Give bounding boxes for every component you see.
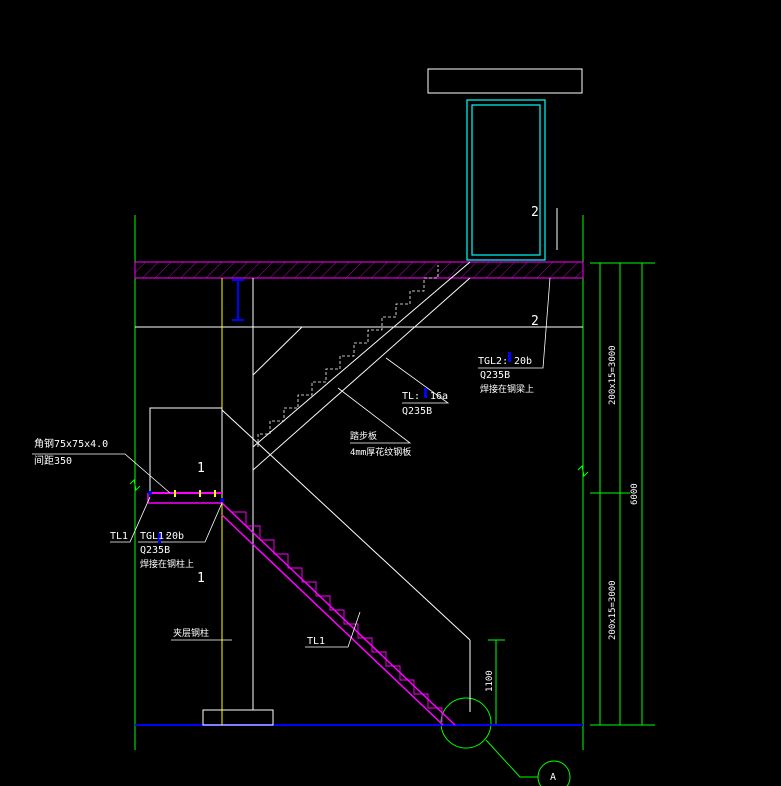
tl-name: TL: [402,391,420,402]
section-mark-2-lower: 2 [531,314,539,329]
steel-column [202,278,274,726]
tgl1-name: TGL1: [140,531,170,542]
section-mark-1-lower: 1 [197,571,205,586]
tgl1-section: 20b [166,531,184,542]
section-symbols [158,352,511,543]
tgl1-note: 焊接在钢柱上 [140,558,194,570]
tl1-left-label: TL1 [110,531,128,542]
tl1-flight-label: TL1 [307,636,325,647]
tgl2-section: 20b [514,356,532,367]
tread-spec: 4mm厚花纹钢板 [350,446,411,458]
upper-flight-treads [257,265,439,447]
i-beam-symbol [232,279,244,321]
grid-lines [129,215,655,786]
tgl2-grade: Q235B [480,370,510,381]
dim-rail: 1100 [485,670,495,692]
angle-spacing-label: 间距350 [34,454,72,467]
column-braces [221,326,471,712]
detail-ref-label: A [550,772,556,783]
upper-flight [252,261,471,471]
dim-total: 6000 [630,483,640,505]
landing-platform [147,407,224,504]
dim-lower: 200x15=3000 [608,580,618,640]
tgl2-note: 焊接在钢梁上 [480,383,534,395]
section-mark-1-upper: 1 [197,461,205,476]
section-mark-2-upper: 2 [531,205,539,220]
door-opening [466,99,546,261]
tl-section: 16a [430,391,448,402]
tgl1-grade: Q235B [140,545,170,556]
lower-flight-treads [232,511,443,722]
column-label: 夹层钢柱 [173,627,209,639]
dim-upper: 200x15=3000 [608,345,618,405]
angle-steel-label: 角钢75x75x4.0 [34,437,108,450]
floor-slab [134,261,584,279]
tl-grade: Q235B [402,406,432,417]
title-box [427,68,583,94]
lower-flight [221,502,456,726]
tread-title: 踏步板 [350,430,377,442]
tgl2-name: TGL2: [478,356,508,367]
leader-lines [32,277,551,648]
